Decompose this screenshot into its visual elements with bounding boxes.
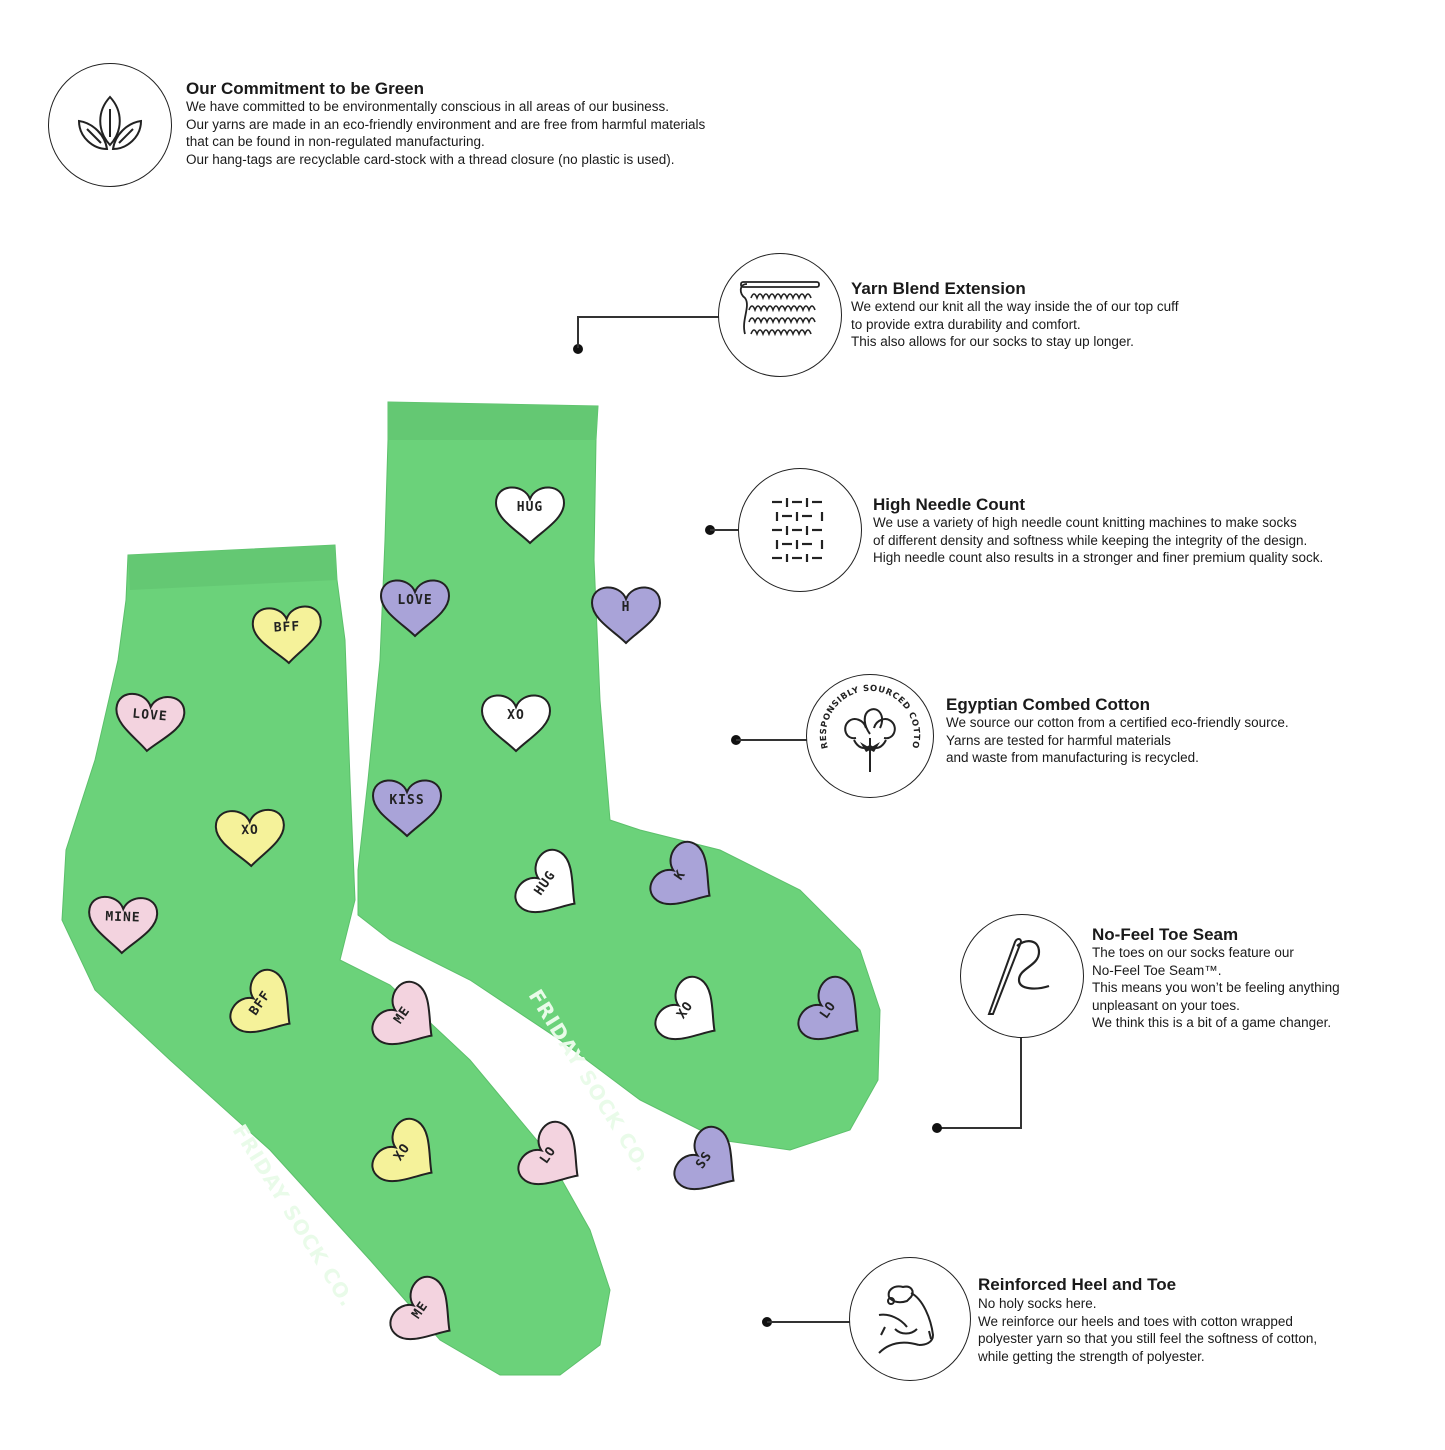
needle-thread-icon [987, 938, 1050, 1015]
feature-title: Reinforced Heel and Toe [978, 1275, 1177, 1294]
svg-text:HUG: HUG [517, 500, 543, 515]
badge-text: RESPONSIBLY SOURCED COTTON [804, 669, 920, 750]
callout-line [937, 1127, 1022, 1129]
svg-text:RESPONSIBLY SOURCED COTTON: RESPONSIBLY SOURCED COTTON [804, 669, 921, 750]
commitment-icon-circle [48, 63, 172, 187]
callout-line [1020, 1038, 1022, 1128]
feature-icon-circle [849, 1257, 971, 1381]
svg-text:LOVE: LOVE [397, 593, 432, 608]
commitment-body: We have committed to be environmentally … [186, 99, 706, 167]
callout-line [577, 316, 579, 348]
callout-line [736, 739, 808, 741]
feature-icon-circle: RESPONSIBLY SOURCED COTTON [804, 669, 934, 798]
svg-text:KISS: KISS [389, 793, 424, 808]
feature-body: No holy socks here. We reinforce our hee… [978, 1296, 1318, 1364]
callout-line [577, 316, 719, 318]
cotton-flower-icon: RESPONSIBLY SOURCED COTTON [804, 669, 920, 772]
feature-body: The toes on our socks feature our No-Fee… [1092, 945, 1340, 1031]
leaves-icon [77, 95, 143, 151]
feature-title: Yarn Blend Extension [851, 279, 1026, 298]
knit-stitch-icon [739, 281, 820, 337]
needle-grid-icon [772, 498, 824, 562]
commitment-title: Our Commitment to be Green [186, 79, 425, 98]
feature-title: No-Feel Toe Seam [1092, 925, 1239, 944]
callout-line [767, 1321, 851, 1323]
feature-icon-circle [718, 253, 842, 377]
callout-dot [573, 344, 583, 354]
feature-title: High Needle Count [873, 495, 1026, 514]
svg-text:H: H [622, 600, 631, 615]
feature-body: We use a variety of high needle count kn… [873, 515, 1324, 566]
callout-dot [932, 1123, 942, 1133]
feature-icon-circle [960, 914, 1084, 1038]
flexed-arm-icon [878, 1285, 935, 1354]
feature-title: Egyptian Combed Cotton [946, 695, 1150, 714]
svg-text:XO: XO [507, 708, 525, 723]
feature-body: We extend our knit all the way inside th… [851, 299, 1179, 350]
heart-text: BFF [273, 619, 300, 635]
callout-line [710, 529, 740, 531]
feature-icon-circle [738, 468, 862, 592]
svg-text:LOVE: LOVE [132, 706, 168, 724]
svg-text:XO: XO [241, 823, 259, 839]
svg-text:MINE: MINE [105, 909, 141, 925]
feature-body: We source our cotton from a certified ec… [946, 715, 1289, 766]
